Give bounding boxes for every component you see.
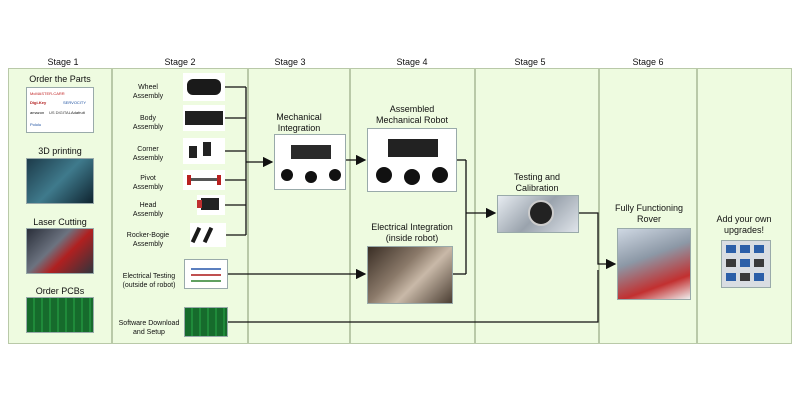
upgrade-modules-photo	[721, 240, 771, 288]
stage-3-title: Stage 3	[274, 57, 306, 67]
head-assembly-image	[197, 195, 225, 215]
logo-digikey: Digi-Key	[30, 100, 47, 105]
order-pcbs-label: Order PCBs	[35, 286, 85, 296]
electrical-testing-image	[184, 259, 228, 289]
software-line	[228, 270, 599, 323]
pivot-assembly-image	[183, 170, 225, 190]
electrical-integration-photo	[367, 246, 453, 304]
stage-5-title: Stage 5	[514, 57, 546, 67]
logo-usdigital: US DIGITAL	[49, 110, 71, 115]
body-assembly-image	[183, 105, 225, 131]
wheel-assembly-image	[183, 73, 225, 101]
rocker-bogie-image	[190, 223, 226, 247]
logo-mcmaster: McMASTER-CARR	[30, 91, 65, 96]
logo-amazon: amazon	[30, 110, 45, 115]
stage-2-panel	[112, 68, 248, 344]
3d-printing-label: 3D printing	[38, 146, 82, 156]
logo-servocity: SERVOCITY	[63, 100, 87, 105]
stage-6-title: Stage 6	[632, 57, 664, 67]
logo-pololu: Pololu	[30, 122, 42, 127]
upgrades-panel	[697, 68, 792, 344]
laser-cutting-photo	[26, 228, 94, 274]
supplier-logos: McMASTER-CARR Digi-Key SERVOCITY amazon …	[26, 87, 94, 133]
logo-adafruit: Adafruit	[71, 110, 85, 115]
order-parts-label: Order the Parts	[29, 74, 91, 84]
corner-assembly-image	[183, 138, 225, 164]
stage-1-title: Stage 1	[47, 57, 79, 67]
to-rover-arrow	[579, 212, 617, 270]
3d-printing-photo	[26, 158, 94, 204]
software-raspberry-pi-image	[184, 307, 228, 337]
electrical-testing-label: Electrical Testing(outside of robot)	[122, 273, 176, 289]
pcb-photo	[26, 297, 94, 333]
stage-4-title: Stage 4	[396, 57, 428, 67]
stage-2-title: Stage 2	[164, 57, 196, 67]
electrical-integration-label: Electrical Integration(inside robot)	[371, 222, 453, 243]
mechanical-integration-image	[274, 134, 346, 190]
rover-photo	[617, 228, 691, 300]
stage-3-panel	[248, 68, 350, 344]
assembled-robot-image	[367, 128, 457, 192]
laser-cutting-label: Laser Cutting	[33, 217, 87, 227]
testing-calibration-photo	[497, 195, 579, 233]
